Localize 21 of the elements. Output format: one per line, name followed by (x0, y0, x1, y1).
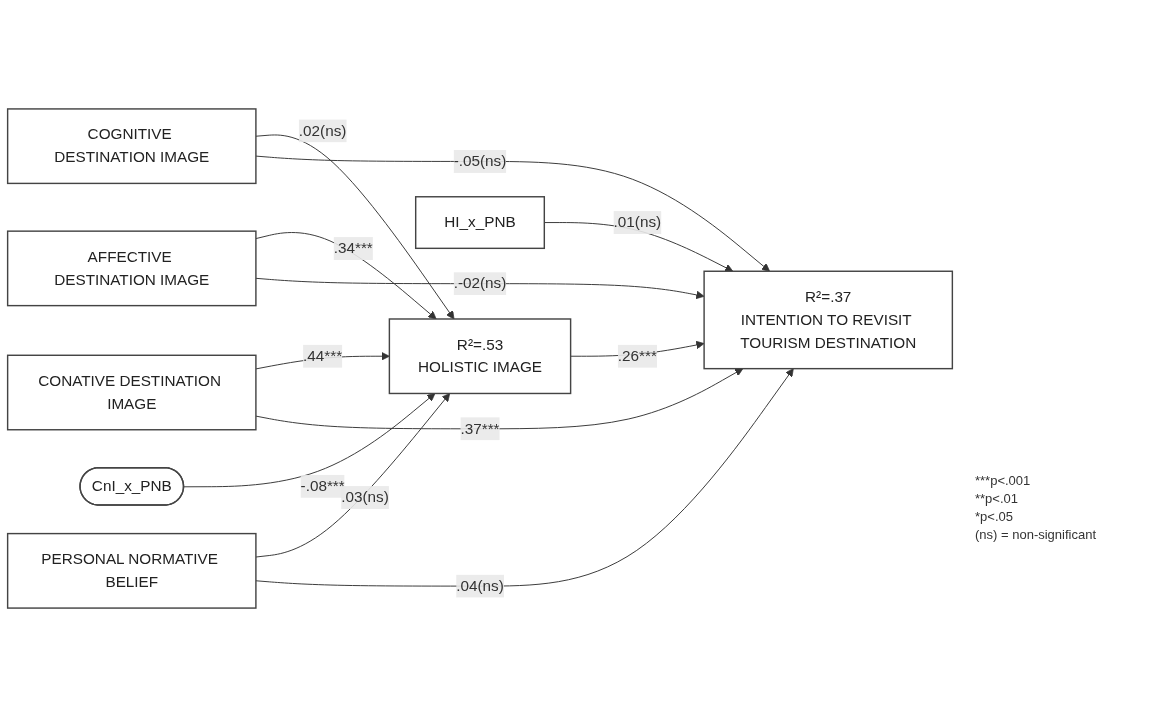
node-box: COGNITIVE DESTINATION IMAGE (6, 108, 257, 185)
edge-label: .44*** (303, 347, 343, 364)
node-box: HI_x_PNB (414, 196, 546, 250)
significance-note: **p<.01 (975, 491, 1019, 506)
node-box: CONATIVE DESTINATION IMAGE (6, 354, 257, 431)
significance-note: ***p<.001 (975, 473, 1032, 488)
node-box: PERSONAL NORMATIVE BELIEF (6, 532, 257, 609)
edge-label: -.05(ns) (453, 152, 507, 170)
significance-note: *p<.05 (975, 509, 1014, 524)
significance-note: (ns) = non-significant (975, 527, 1097, 542)
node-box: R²=.53 HOLISTIC IMAGE (388, 318, 572, 395)
node-box: AFFECTIVE DESTINATION IMAGE (6, 230, 257, 307)
edge-label: .37*** (460, 420, 500, 437)
edge-label: .03(ns) (341, 489, 389, 506)
edge-label: .26*** (617, 347, 657, 364)
edge-label: .34*** (333, 239, 373, 257)
edge-label: .-02(ns) (453, 275, 507, 292)
edge-label: .01(ns) (613, 213, 662, 231)
edge-label: .02(ns) (298, 122, 347, 139)
edge-label: .04(ns) (456, 577, 504, 594)
node-box: R²=.37 INTENTION TO REVISIT TOURISM DESTINATION (703, 270, 954, 370)
